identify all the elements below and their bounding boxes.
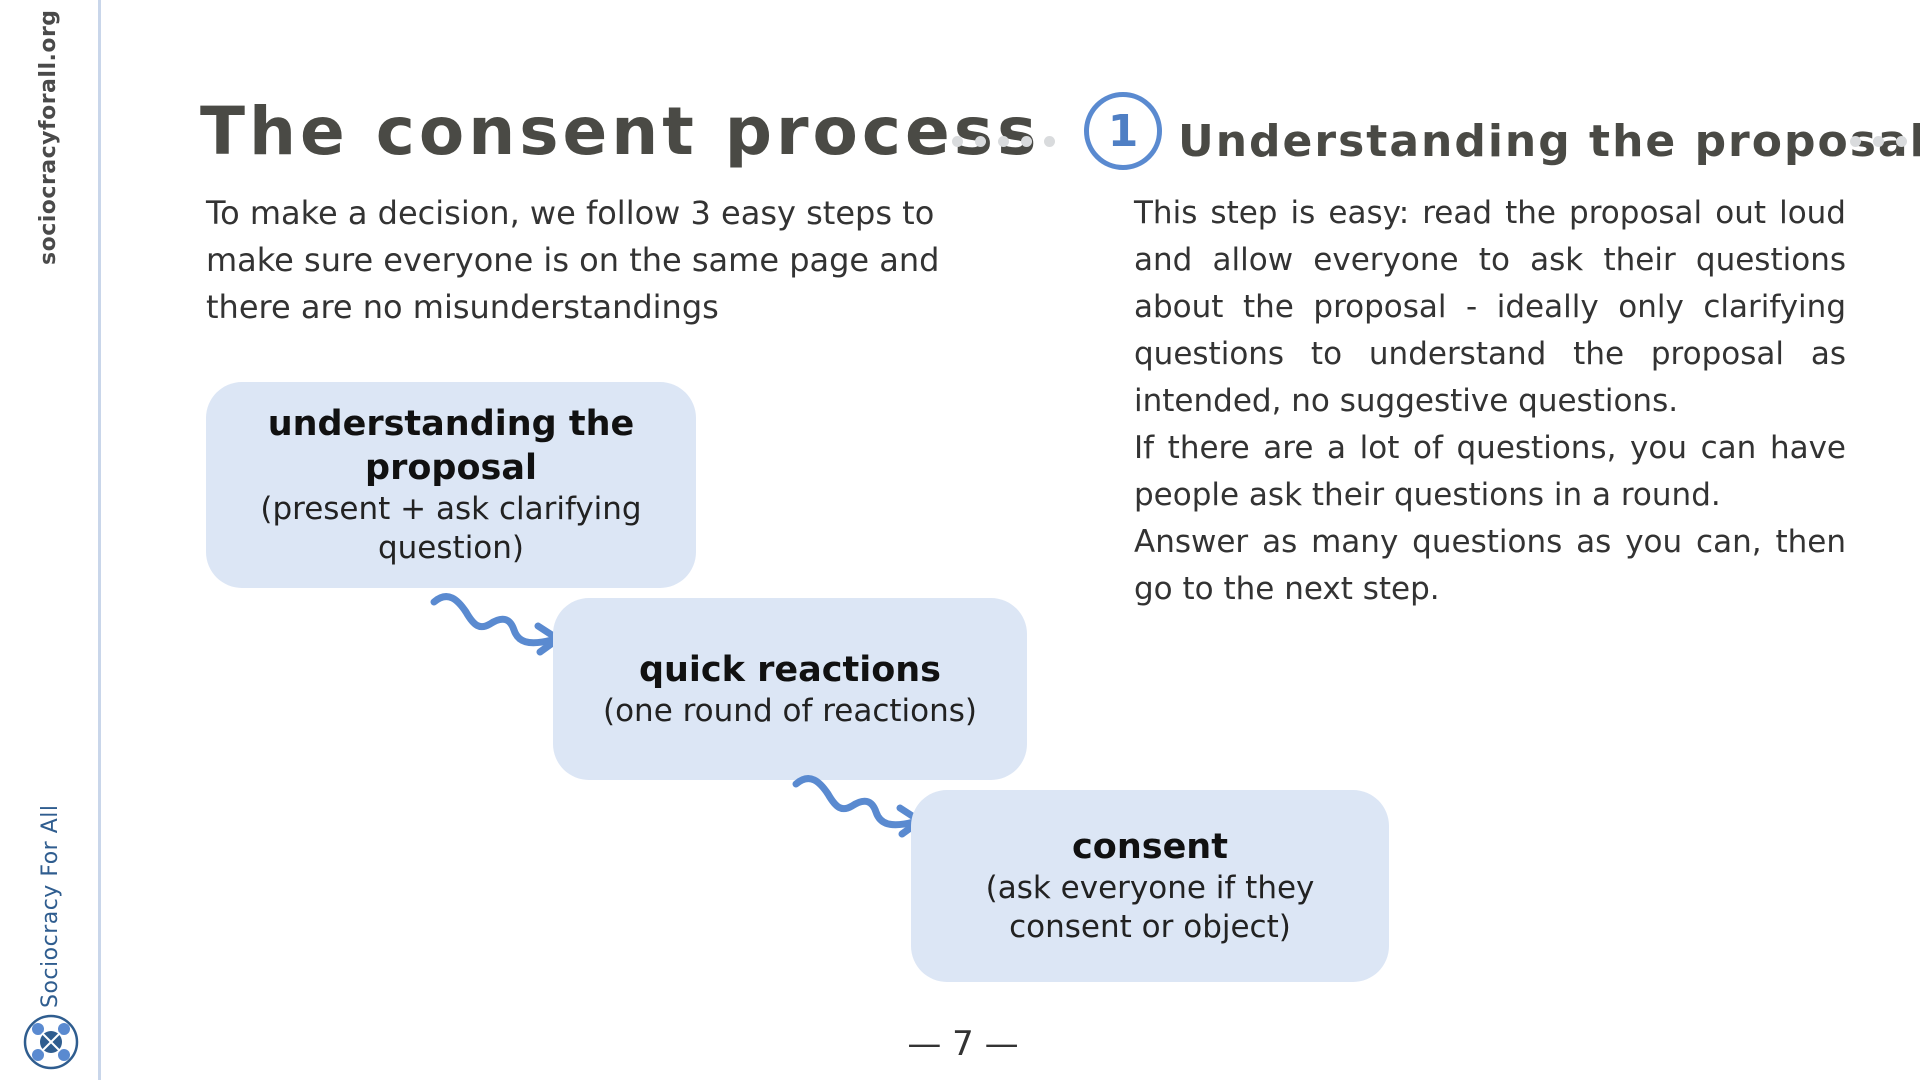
step-box-consent: consent (ask everyone if they consent or…: [911, 790, 1389, 982]
step-number-badge: 1: [1084, 92, 1162, 170]
step-detail: (present + ask clarifying question): [260, 491, 642, 566]
brand-name: Sociocracy For All: [38, 804, 63, 1008]
intro-text: To make a decision, we follow 3 easy ste…: [206, 194, 940, 326]
step-title: Understanding the proposal: [1178, 116, 1920, 167]
step-description: This step is easy: read the proposal out…: [1134, 190, 1846, 613]
decorative-dots-right: [1850, 136, 1907, 147]
step-label: quick reactions: [638, 649, 942, 690]
step-detail: (ask everyone if they consent or object): [985, 870, 1315, 945]
step-label: understanding the proposal: [267, 404, 635, 488]
sidebar-divider: [98, 0, 101, 1080]
page-title: The consent process: [200, 93, 1041, 170]
page-number: — 7 —: [907, 1024, 1019, 1064]
description-paragraph: This step is easy: read the proposal out…: [1134, 195, 1846, 419]
decorative-dots-left: [952, 136, 1055, 147]
description-paragraph: Answer as many questions as you can, the…: [1134, 524, 1846, 607]
site-url: sociocracyforall.org: [36, 9, 61, 265]
step-label: consent: [1072, 827, 1228, 867]
step-box-understanding: understanding the proposal (present + as…: [206, 382, 696, 588]
step-detail: (one round of reactions): [602, 692, 978, 729]
sociocracy-for-all-logo-icon: [23, 1014, 79, 1070]
step-box-quick-reactions: quick reactions (one round of reactions): [553, 598, 1027, 780]
description-paragraph: If there are a lot of questions, you can…: [1134, 430, 1846, 513]
